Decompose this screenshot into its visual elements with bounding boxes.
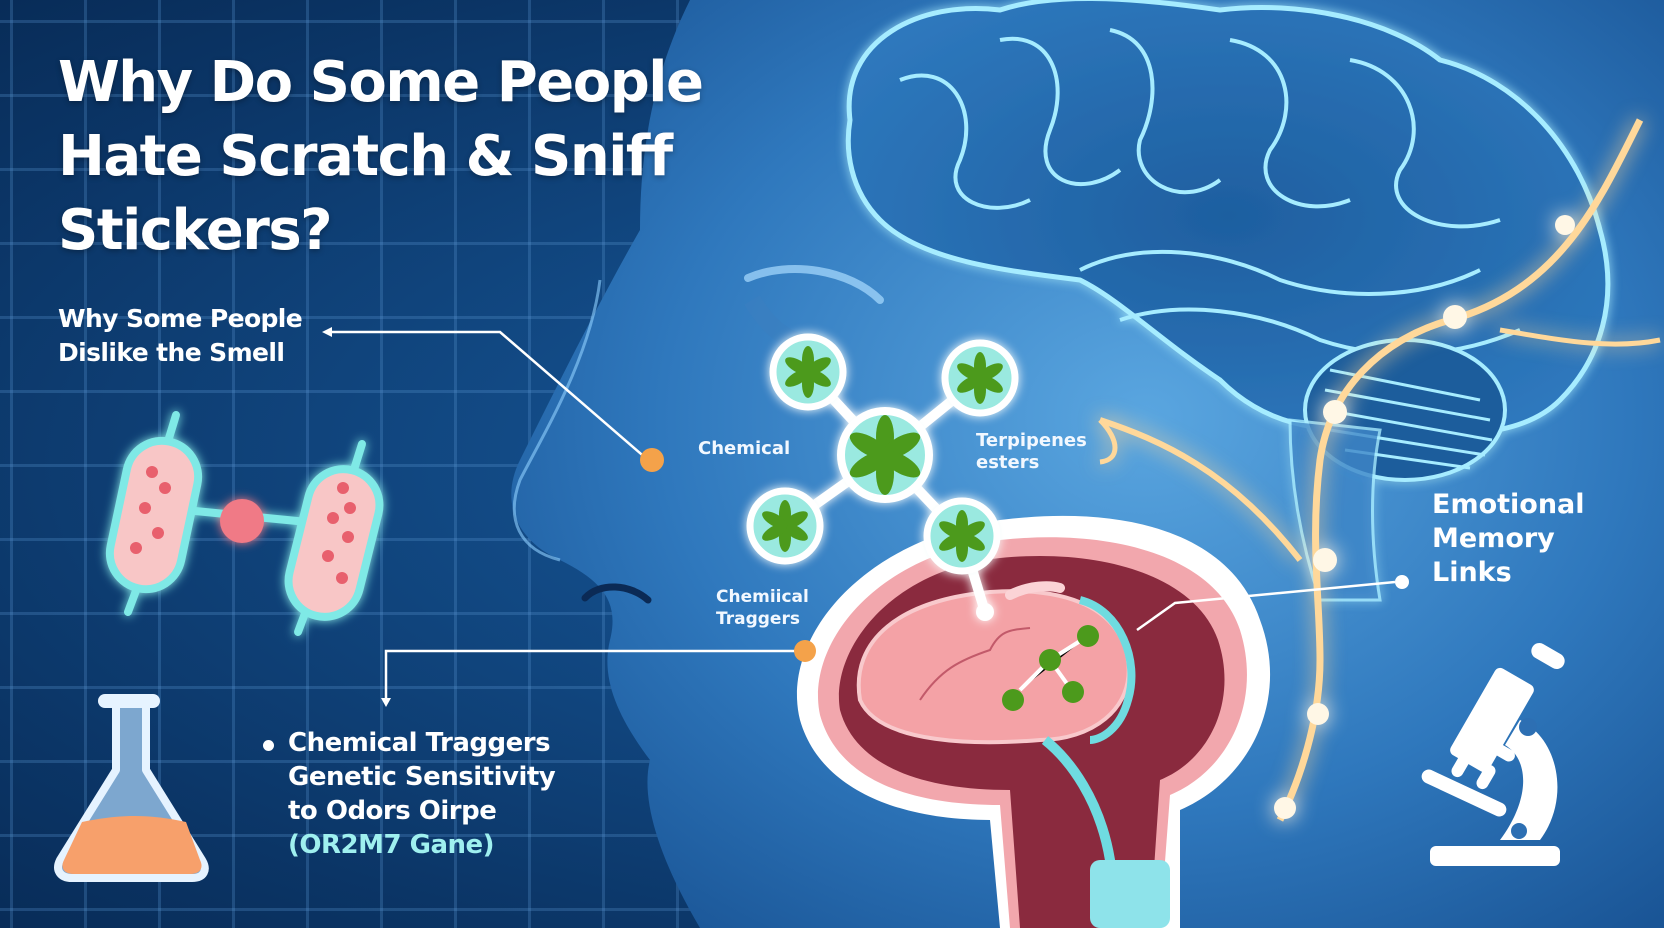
- molecule-icon: [105, 411, 384, 636]
- bullet-icon: [263, 740, 274, 751]
- chemical-label-text: Chemical: [698, 438, 791, 459]
- callout-arrowhead: [381, 698, 391, 707]
- chemical-triggers-line-2: Traggers: [716, 609, 800, 629]
- terpenes-line-1: Terpipenes: [976, 430, 1087, 451]
- title-line-2: Hate Scratch & Sniff: [58, 124, 673, 189]
- title-line-1: Why Do Some People: [58, 50, 704, 115]
- flask-icon: [54, 694, 209, 882]
- page-title: Why Do Some People Hate Scratch & Sniff …: [58, 46, 738, 268]
- neural-pathway-illustration: [1098, 118, 1661, 822]
- scent-molecule-icon: [746, 333, 1019, 621]
- title-line-3: Stickers?: [58, 198, 333, 263]
- chemical-triggers-line-1: Chemiical: [716, 587, 809, 607]
- bullet-line-3: to Odors Oirpe: [288, 796, 497, 826]
- callout-arrowhead: [322, 327, 332, 337]
- chemical-label: Chemical: [698, 438, 790, 460]
- bullet-list: Chemical Traggers Genetic Sensitivity to…: [288, 726, 556, 862]
- nose-marker-dot: [640, 448, 664, 472]
- emotional-memory-line-1: Emotional: [1432, 489, 1585, 520]
- bulb-marker-dot: [794, 640, 816, 662]
- subtitle-line-1: Why Some People: [58, 304, 303, 333]
- bullet-line-1: Chemical Traggers: [288, 728, 551, 758]
- emotional-memory-line-2: Memory: [1432, 523, 1555, 554]
- bullet-line-4: (OR2M7 Gane): [288, 830, 495, 860]
- bullet-line-2: Genetic Sensitivity: [288, 762, 556, 792]
- terpenes-line-2: esters: [976, 452, 1040, 473]
- subtitle-line-2: Dislike the Smell: [58, 338, 285, 367]
- callout-endpoint: [1395, 575, 1409, 589]
- chemical-triggers-label: Chemiical Traggers: [716, 586, 809, 630]
- subtitle: Why Some People Dislike the Smell: [58, 302, 303, 370]
- emotional-memory-label: Emotional Memory Links: [1432, 488, 1585, 590]
- callout-lines: [326, 330, 1396, 703]
- microscope-icon: [1421, 643, 1565, 866]
- emotional-memory-line-3: Links: [1432, 557, 1512, 588]
- terpenes-label: Terpipenes esters: [976, 430, 1087, 474]
